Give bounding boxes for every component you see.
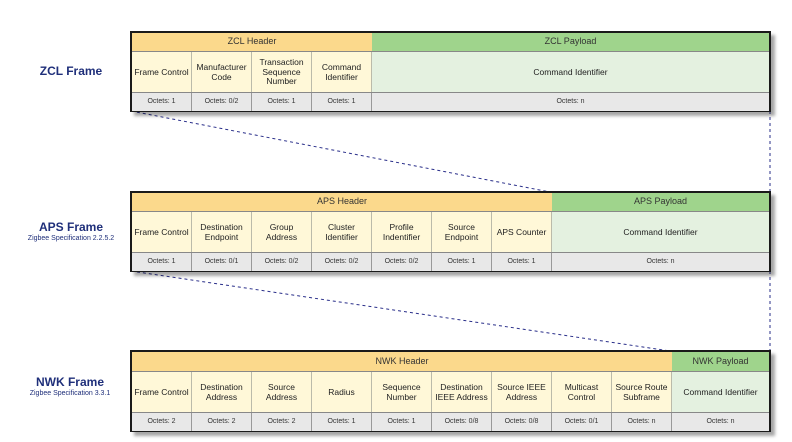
nwk-field-9: Source Route Subframe — [612, 372, 672, 413]
aps-field-octets-4: Octets: 0/2 — [312, 253, 372, 271]
nwk-field-5: Sequence Number — [372, 372, 432, 413]
aps-frame-label: APS Frame Zigbee Specification 2.2.5.2 — [16, 220, 126, 242]
zcl-field-octets-4: Octets: 1 — [312, 93, 372, 111]
nwk-header-label: NWK Header — [132, 352, 672, 371]
nwk-payload-label: NWK Payload — [672, 352, 769, 371]
aps-field-6: Source Endpoint — [432, 212, 492, 253]
nwk-field-octets-7: Octets: 0/8 — [492, 413, 552, 431]
aps-header-label: APS Header — [132, 193, 552, 211]
nwk-field-octets-2: Octets: 2 — [192, 413, 252, 431]
zcl-frame-label: ZCL Frame — [20, 64, 122, 78]
nwk-field-octets-5: Octets: 1 — [372, 413, 432, 431]
nwk-payload-field: Command Identifier — [672, 372, 769, 413]
aps-payload-label: APS Payload — [552, 193, 769, 211]
aps-field-octets-6: Octets: 1 — [432, 253, 492, 271]
nwk-field-octets-8: Octets: 0/1 — [552, 413, 612, 431]
nwk-frame-spec-ref: Zigbee Specification 3.3.1 — [29, 390, 111, 397]
nwk-field-octets-4: Octets: 1 — [312, 413, 372, 431]
nwk-payload-octets: Octets: n — [672, 413, 769, 431]
zcl-field-2: Manufacturer Code — [192, 52, 252, 93]
nwk-field-8: Multicast Control — [552, 372, 612, 413]
aps-field-octets-5: Octets: 0/2 — [372, 253, 432, 271]
aps-field-2: Destination Endpoint — [192, 212, 252, 253]
aps-field-octets-1: Octets: 1 — [132, 253, 192, 271]
nwk-field-octets-1: Octets: 2 — [132, 413, 192, 431]
nwk-field-7: Source IEEE Address — [492, 372, 552, 413]
aps-field-5: Profile Indentifier — [372, 212, 432, 253]
zcl-field-4: Command Identifier — [312, 52, 372, 93]
aps-to-nwk-left-connector — [130, 270, 671, 352]
zcl-to-aps-left-connector — [130, 110, 551, 193]
nwk-field-1: Frame Control — [132, 372, 192, 413]
zcl-header-label: ZCL Header — [132, 33, 372, 51]
nwk-field-octets-9: Octets: n — [612, 413, 672, 431]
nwk-frame-label: NWK Frame Zigbee Specification 3.3.1 — [14, 375, 126, 397]
aps-frame-spec-ref: Zigbee Specification 2.2.5.2 — [27, 235, 115, 242]
zcl-field-octets-1: Octets: 1 — [132, 93, 192, 111]
nwk-frame-title: NWK Frame — [35, 375, 104, 389]
zcl-field-octets-3: Octets: 1 — [252, 93, 312, 111]
nwk-field-3: Source Address — [252, 372, 312, 413]
aps-field-octets-2: Octets: 0/1 — [192, 253, 252, 271]
zcl-frame-title: ZCL Frame — [39, 64, 103, 78]
aps-field-4: Cluster Identifier — [312, 212, 372, 253]
aps-field-3: Group Address — [252, 212, 312, 253]
aps-payload-octets: Octets: n — [552, 253, 769, 271]
aps-payload-field: Command Identifier — [552, 212, 769, 253]
zcl-field-octets-2: Octets: 0/2 — [192, 93, 252, 111]
aps-frame-title: APS Frame — [38, 220, 104, 234]
nwk-field-octets-3: Octets: 2 — [252, 413, 312, 431]
aps-field-1: Frame Control — [132, 212, 192, 253]
aps-field-7: APS Counter — [492, 212, 552, 253]
nwk-field-6: Destination IEEE Address — [432, 372, 492, 413]
zcl-payload-field: Command Identifier — [372, 52, 769, 93]
nwk-field-4: Radius — [312, 372, 372, 413]
nwk-field-octets-6: Octets: 0/8 — [432, 413, 492, 431]
zcl-field-1: Frame Control — [132, 52, 192, 93]
nwk-field-2: Destination Address — [192, 372, 252, 413]
aps-field-octets-7: Octets: 1 — [492, 253, 552, 271]
zcl-field-3: Transaction Sequence Number — [252, 52, 312, 93]
zcl-payload-label: ZCL Payload — [372, 33, 769, 51]
zcl-payload-octets: Octets: n — [372, 93, 769, 111]
aps-field-octets-3: Octets: 0/2 — [252, 253, 312, 271]
